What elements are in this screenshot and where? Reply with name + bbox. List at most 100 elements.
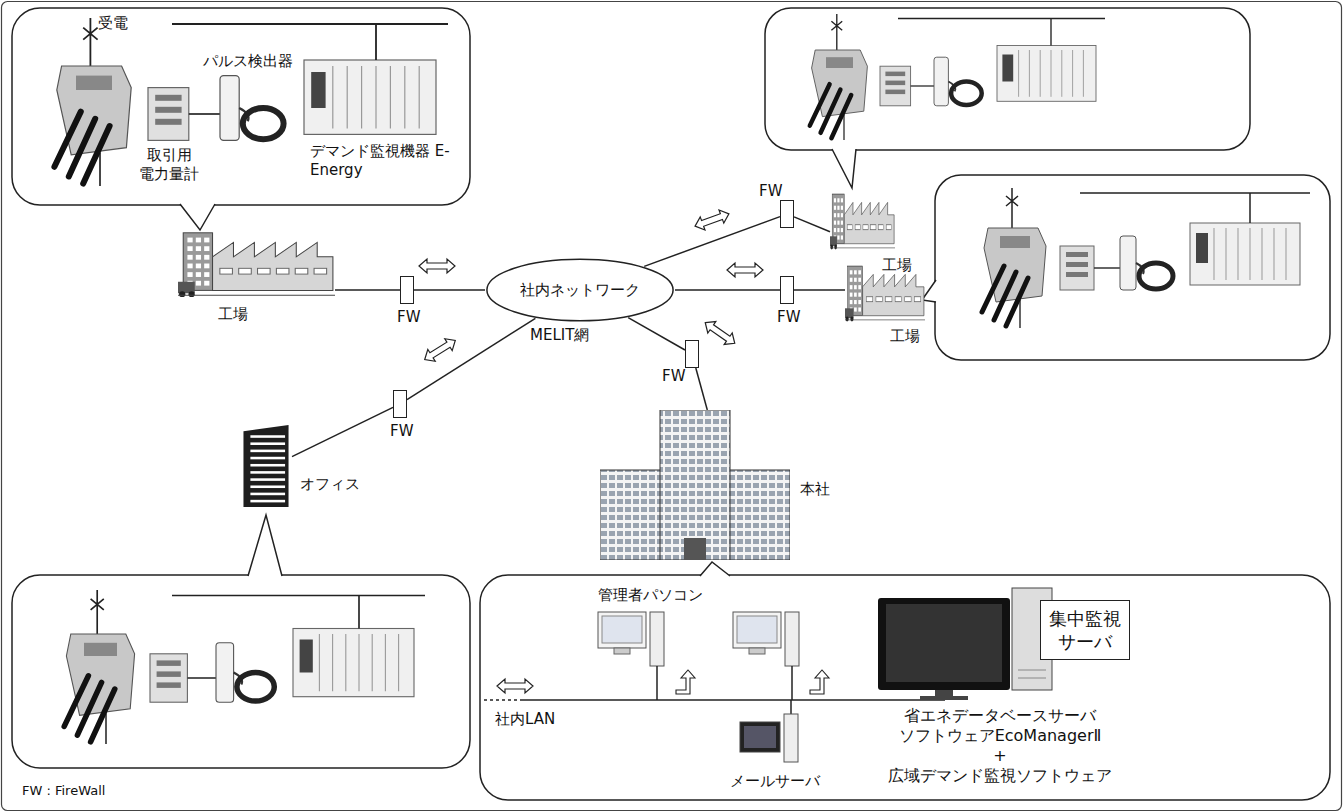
drawn-line <box>791 666 793 700</box>
site-label: FW <box>759 182 782 201</box>
drawn-rect <box>858 300 861 304</box>
site-label: 本社 <box>800 480 830 499</box>
drawn-rect <box>293 629 414 697</box>
drawn-rect <box>1066 252 1088 257</box>
drawn-rect <box>740 722 780 752</box>
drawn-rect <box>250 435 285 438</box>
drawn-rect <box>155 95 181 101</box>
drawn-rect <box>196 238 201 243</box>
drawn-path <box>1029 50 1030 97</box>
drawn-rect <box>1060 246 1094 290</box>
drawn-rect <box>871 225 876 230</box>
drawn-path <box>844 202 894 243</box>
network-ellipse: 社内ネットワークMELIT網 <box>485 258 675 322</box>
drawn-rect <box>314 268 327 274</box>
network-link <box>414 289 485 291</box>
drawn-rect <box>850 285 853 289</box>
drawn-line <box>790 700 792 714</box>
drawn-use <box>421 335 459 366</box>
drawn-rect <box>250 485 285 488</box>
drawn-path <box>843 115 844 140</box>
part-label: 取引用 電力量計 <box>129 146 209 184</box>
drawn-rect <box>785 612 799 666</box>
drawn-rect <box>196 281 201 286</box>
drawn-rect <box>880 66 911 106</box>
site-label: 工場 <box>218 305 248 324</box>
drawn-path <box>319 634 320 691</box>
drawn-rect <box>250 471 285 474</box>
firewall-box: FW <box>393 390 407 418</box>
drawn-rect <box>598 612 646 648</box>
drawn-rect <box>614 648 630 654</box>
drawn-path <box>243 425 288 507</box>
drawn-rect <box>834 213 836 217</box>
network-link <box>675 289 780 291</box>
drawn-rect <box>885 72 905 77</box>
drawn-use <box>676 670 695 694</box>
drawn-path <box>863 274 924 315</box>
drawn-path <box>1006 188 1018 228</box>
part-label: 広域デマンド監視ソフトウェア <box>865 766 1135 786</box>
part-label: 省エネデータベースサーバ ソフトウェアEcoManagerⅡ <box>865 706 1135 746</box>
drawn-rect <box>784 714 798 762</box>
drawn-rect <box>886 297 892 302</box>
drawn-rect <box>250 442 285 445</box>
drawn-path <box>1040 50 1041 97</box>
drawn-rect <box>834 221 836 225</box>
drawn-path <box>830 247 895 248</box>
part-label: メールサーバ <box>720 772 830 791</box>
drawn-rect <box>885 81 905 86</box>
drawn-path <box>1019 300 1021 328</box>
drawn-use <box>693 207 732 232</box>
drawn-rect <box>250 464 285 467</box>
power-equipment-set <box>54 18 448 186</box>
drawn-rect <box>837 235 839 239</box>
power-equipment-set <box>982 188 1310 328</box>
site-label: MELIT網 <box>530 326 589 345</box>
drawn-rect <box>837 206 839 210</box>
drawn-rect <box>841 235 843 239</box>
drawn-rect <box>250 457 285 460</box>
drawn-rect <box>837 221 839 225</box>
drawn-path <box>64 676 115 742</box>
drawn-path <box>345 634 346 691</box>
drawn-rect <box>602 616 642 643</box>
power-equipment-set <box>64 590 425 744</box>
drawn-rect <box>837 213 839 217</box>
drawn-rect <box>895 297 901 302</box>
drawn-path <box>982 266 1028 326</box>
drawn-path <box>347 66 348 128</box>
network-link <box>794 289 845 291</box>
drawn-circle <box>846 317 849 322</box>
drawn-rect <box>841 213 843 217</box>
drawn-rect <box>187 246 192 251</box>
drawn-rect <box>837 198 839 202</box>
drawn-rect <box>855 225 860 230</box>
drawn-rect <box>850 278 853 282</box>
drawn-line <box>1018 678 1046 679</box>
drawn-rect <box>850 270 853 274</box>
drawn-rect <box>150 654 187 702</box>
drawn-rect <box>157 660 181 666</box>
drawn-rect <box>250 500 285 503</box>
drawn-path <box>1018 50 1019 97</box>
drawn-rect <box>155 119 181 125</box>
drawn-circle <box>188 291 194 297</box>
drawn-circle <box>850 317 853 322</box>
drawn-rect <box>841 221 843 225</box>
drawn-rect <box>204 281 209 286</box>
drawn-path <box>845 319 925 320</box>
drawn-path <box>99 152 101 186</box>
drawn-rect <box>220 268 233 274</box>
site-label: FW <box>390 422 413 441</box>
part-label: デマンド監視機器 E-Energy <box>310 142 460 180</box>
drawn-path <box>178 295 335 296</box>
drawn-rect <box>76 76 112 90</box>
drawn-rect <box>886 225 891 230</box>
drawn-path <box>83 18 97 66</box>
drawn-path <box>1250 228 1251 280</box>
drawn-line <box>484 699 520 701</box>
drawn-rect <box>886 604 1002 682</box>
